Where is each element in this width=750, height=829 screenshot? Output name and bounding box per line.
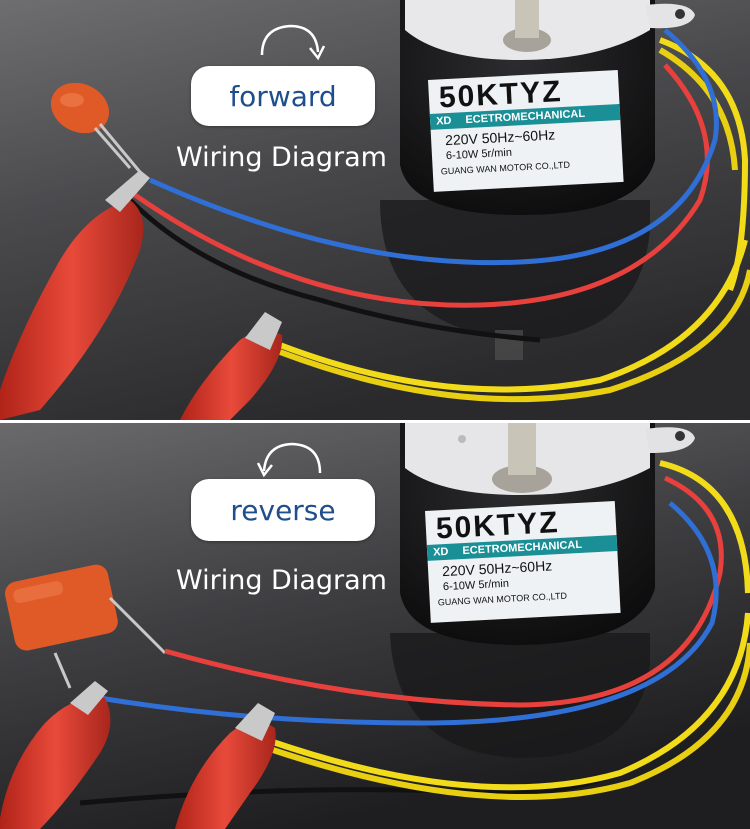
alligator-clip-left: [0, 697, 111, 829]
motor-nameplate: 50KTYZ XD ECETROMECHANICAL 220V 50Hz~60H…: [425, 501, 621, 623]
direction-label-text: reverse: [230, 493, 336, 527]
motor-shaft: [508, 423, 536, 475]
forward-panel: forward Wiring Diagram 50KTYZ XD ECETROM…: [0, 0, 750, 420]
motor-reflection: [390, 633, 650, 758]
clip-jaw-right: [245, 312, 282, 350]
subtitle: Wiring Diagram: [176, 565, 387, 596]
yellow-wire-3: [659, 460, 750, 594]
clockwise-arrow-icon: [260, 24, 326, 61]
yellow-wire-1: [278, 239, 748, 393]
reverse-panel: reverse Wiring Diagram 50KTYZ XD ECETROM…: [0, 423, 750, 829]
yellow-wire-3: [658, 37, 749, 292]
screw: [458, 435, 466, 443]
clip-jaw-left: [105, 170, 150, 212]
shaft-collar: [492, 465, 552, 493]
capacitor: [5, 564, 118, 651]
direction-label: forward: [191, 66, 375, 126]
red-wire: [164, 475, 724, 708]
mounting-hole: [675, 431, 685, 441]
black-wire: [128, 198, 541, 343]
reverse-scene: [0, 423, 750, 829]
counterclockwise-arrow-icon: [256, 442, 322, 478]
direction-label: reverse: [191, 479, 375, 541]
alligator-clip-right: [175, 721, 276, 829]
direction-label-text: forward: [229, 79, 337, 113]
panel-divider: [0, 420, 750, 423]
capacitor-highlight: [60, 93, 84, 107]
yellow-wire-2: [278, 269, 750, 403]
clip-jaw-left: [70, 681, 108, 715]
yellow-wire-2: [269, 642, 750, 801]
alligator-clip-left: [0, 200, 144, 420]
motor-badge: XD: [435, 114, 452, 128]
capacitor-leads: [93, 123, 142, 173]
capacitor-leads: [53, 596, 167, 689]
clip-jaw-right: [235, 703, 275, 741]
subtitle: Wiring Diagram: [176, 142, 387, 173]
red-wire: [133, 63, 710, 308]
motor-badge: XD: [432, 545, 449, 559]
alligator-clip-right: [180, 331, 283, 420]
forward-scene: [0, 0, 750, 420]
yellow-wire-1: [269, 612, 750, 791]
motor-nameplate: 50KTYZ XD ECETROMECHANICAL 220V 50Hz~60H…: [428, 70, 624, 192]
blue-wire: [148, 28, 719, 266]
motor-shaft: [515, 0, 539, 38]
mounting-hole: [675, 9, 685, 19]
blue-wire: [99, 501, 719, 726]
